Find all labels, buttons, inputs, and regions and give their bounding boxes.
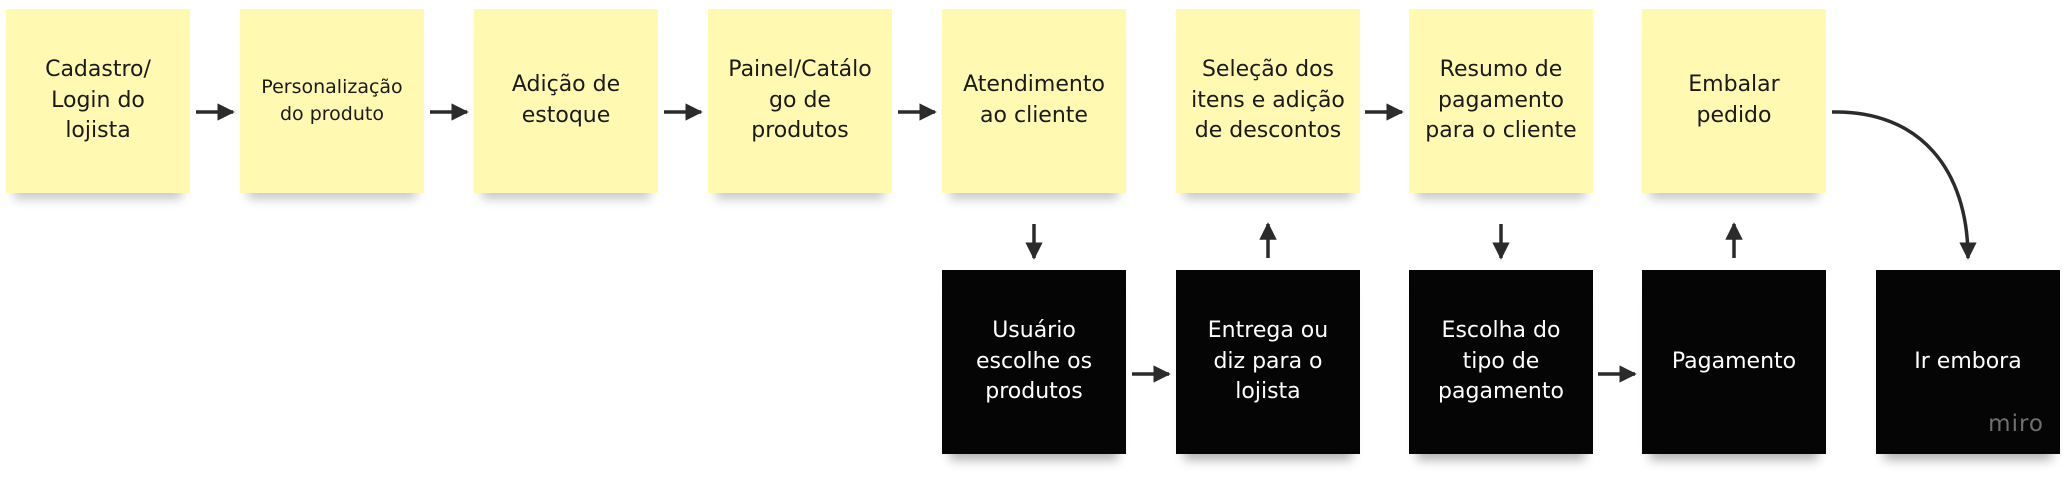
sticky-entrega[interactable]: Entrega ou diz para o lojista [1176, 270, 1360, 454]
sticky-label: Escolha do tipo de pagamento [1438, 317, 1564, 405]
sticky-painel-catalogo[interactable]: Painel/Catálo go de produtos [708, 9, 892, 193]
sticky-label: Entrega ou diz para o lojista [1207, 317, 1329, 405]
sticky-label: Cadastro/ Login do lojista [45, 56, 151, 144]
sticky-pagamento[interactable]: Pagamento [1642, 270, 1826, 454]
sticky-label: Usuário escolhe os produtos [975, 317, 1093, 405]
sticky-label: Ir embora [1914, 348, 2022, 374]
sticky-cadastro-login[interactable]: Cadastro/ Login do lojista [6, 9, 190, 193]
arrow-embalar-to-ir-embora[interactable] [1831, 110, 1977, 260]
sticky-label: Adição de estoque [511, 72, 621, 128]
sticky-label: Painel/Catálo go de produtos [728, 56, 872, 144]
sticky-atendimento[interactable]: Atendimento ao cliente [942, 9, 1126, 193]
sticky-label: Seleção dos itens e adição de descontos [1191, 56, 1345, 144]
miro-watermark-logo: miro [1988, 410, 2044, 437]
sticky-label: Atendimento ao cliente [963, 72, 1105, 128]
sticky-label: Pagamento [1671, 348, 1797, 374]
sticky-embalar-pedido[interactable]: Embalar pedido [1642, 9, 1826, 193]
sticky-label: Embalar pedido [1688, 72, 1780, 128]
sticky-escolha-pagamento[interactable]: Escolha do tipo de pagamento [1409, 270, 1593, 454]
sticky-personalizacao[interactable]: Personalização do produto [240, 9, 424, 193]
sticky-usuario-escolhe[interactable]: Usuário escolhe os produtos [942, 270, 1126, 454]
sticky-selecao-itens[interactable]: Seleção dos itens e adição de descontos [1176, 9, 1360, 193]
sticky-adicao-estoque[interactable]: Adição de estoque [474, 9, 658, 193]
sticky-label: Personalização do produto [261, 76, 403, 125]
sticky-ir-embora[interactable]: Ir embora miro [1876, 270, 2060, 454]
sticky-label: Resumo de pagamento para o cliente [1425, 56, 1577, 144]
sticky-resumo-pagamento[interactable]: Resumo de pagamento para o cliente [1409, 9, 1593, 193]
